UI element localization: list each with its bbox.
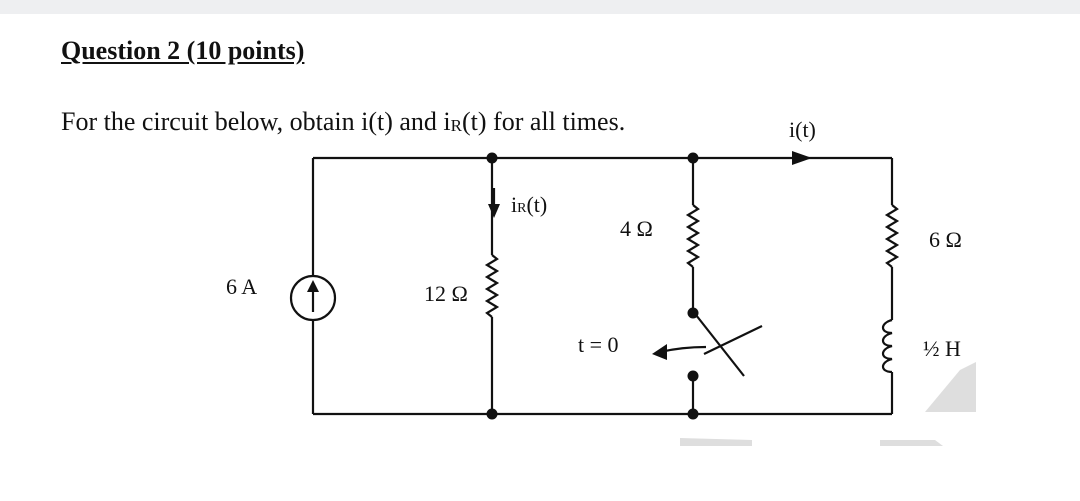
current-label: i(t) bbox=[789, 117, 816, 142]
ir-arrow-icon bbox=[488, 188, 500, 218]
node-dot bbox=[687, 152, 699, 164]
prompt-subscript: R bbox=[450, 116, 463, 135]
prompt-text-start: For the circuit below, obtain i(t) and i bbox=[61, 107, 451, 136]
source-label: 6 A bbox=[226, 274, 257, 299]
prompt-text-end: (t) for all times. bbox=[462, 107, 626, 136]
source-arrow-icon bbox=[307, 280, 319, 312]
ir-label: iR(t) bbox=[511, 192, 547, 217]
switch-label: t = 0 bbox=[578, 332, 619, 357]
switch-arrow-icon bbox=[652, 344, 667, 360]
r12-label: 12 Ω bbox=[424, 281, 468, 306]
resistor-6-ohm bbox=[884, 204, 900, 268]
switch-contact-bottom bbox=[687, 370, 699, 382]
ir-label-sub: R bbox=[517, 201, 527, 216]
scan-shadow bbox=[680, 362, 976, 446]
resistor-12-ohm bbox=[484, 254, 500, 318]
node-dot bbox=[486, 152, 498, 164]
inductor-label: ½ H bbox=[923, 336, 961, 361]
switch-crossbar bbox=[703, 325, 763, 355]
ir-label-main: i bbox=[511, 192, 517, 217]
node-dot bbox=[687, 408, 699, 420]
r6-label: 6 Ω bbox=[929, 227, 962, 252]
question-title: Question 2 (10 points) bbox=[61, 36, 305, 65]
node-dot bbox=[486, 408, 498, 420]
top-bar bbox=[0, 0, 1080, 14]
inductor-half-henry bbox=[881, 318, 893, 374]
resistor-4-ohm bbox=[685, 204, 701, 268]
current-arrow-icon bbox=[792, 151, 812, 165]
switch-contact-top bbox=[687, 307, 699, 319]
junction-dots bbox=[486, 152, 699, 420]
ir-label-tail: (t) bbox=[526, 192, 547, 217]
r4-label: 4 Ω bbox=[620, 216, 653, 241]
question-prompt: For the circuit below, obtain i(t) and i… bbox=[61, 107, 625, 137]
